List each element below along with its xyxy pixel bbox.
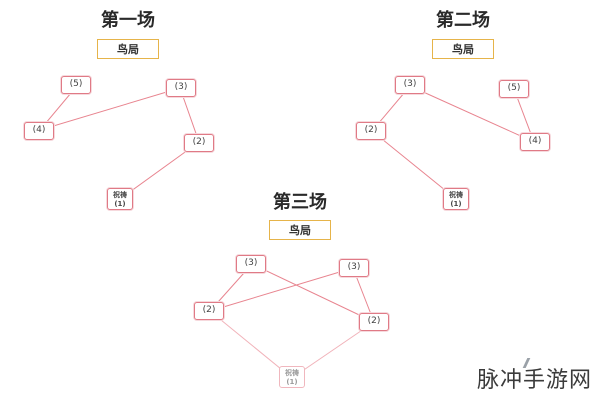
diagram-2-title: 第二场: [436, 10, 490, 31]
diagram-1-title: 第一场: [101, 10, 155, 31]
d2-node-5: (5): [499, 80, 529, 98]
d3-node-3-left: (3): [236, 255, 266, 273]
d3-node-3-right: (3): [339, 259, 369, 277]
d3-node-2-right: (2): [359, 313, 389, 331]
diagram-3-tag: 鸟局: [269, 220, 331, 240]
edge-d3-2a-1: [209, 310, 293, 379]
d1-node-1: 祝祷 (1): [107, 188, 133, 210]
d3-node-2-left: (2): [194, 302, 224, 320]
edge-d2-2-1: [371, 130, 457, 200]
d1-node-5: (5): [61, 76, 91, 94]
edge-d1-3-2: [179, 87, 200, 143]
d3-node-1: 祝祷 (1): [279, 366, 305, 388]
edge-d3-3a-2b: [251, 263, 375, 323]
edge-d3-3b-2a: [209, 267, 354, 312]
watermark-text: 脉冲手游网: [476, 368, 592, 393]
d2-node-4: (4): [520, 133, 550, 151]
d2-node-2: (2): [356, 122, 386, 140]
diagram-3-title: 第三场: [273, 192, 327, 213]
edge-d3-2b-1: [291, 321, 375, 379]
d1-node-4: (4): [24, 122, 54, 140]
d2-node-1: 祝祷 (1): [443, 188, 469, 210]
d2-node-3: (3): [395, 76, 425, 94]
diagram-1-tag: 鸟局: [97, 39, 159, 59]
edge-d2-3-4: [409, 85, 535, 143]
diagram-2-tag: 鸟局: [432, 39, 494, 59]
edge-d1-4-3: [39, 87, 181, 131]
d1-node-2: (2): [184, 134, 214, 152]
d1-node-3: (3): [166, 79, 196, 97]
